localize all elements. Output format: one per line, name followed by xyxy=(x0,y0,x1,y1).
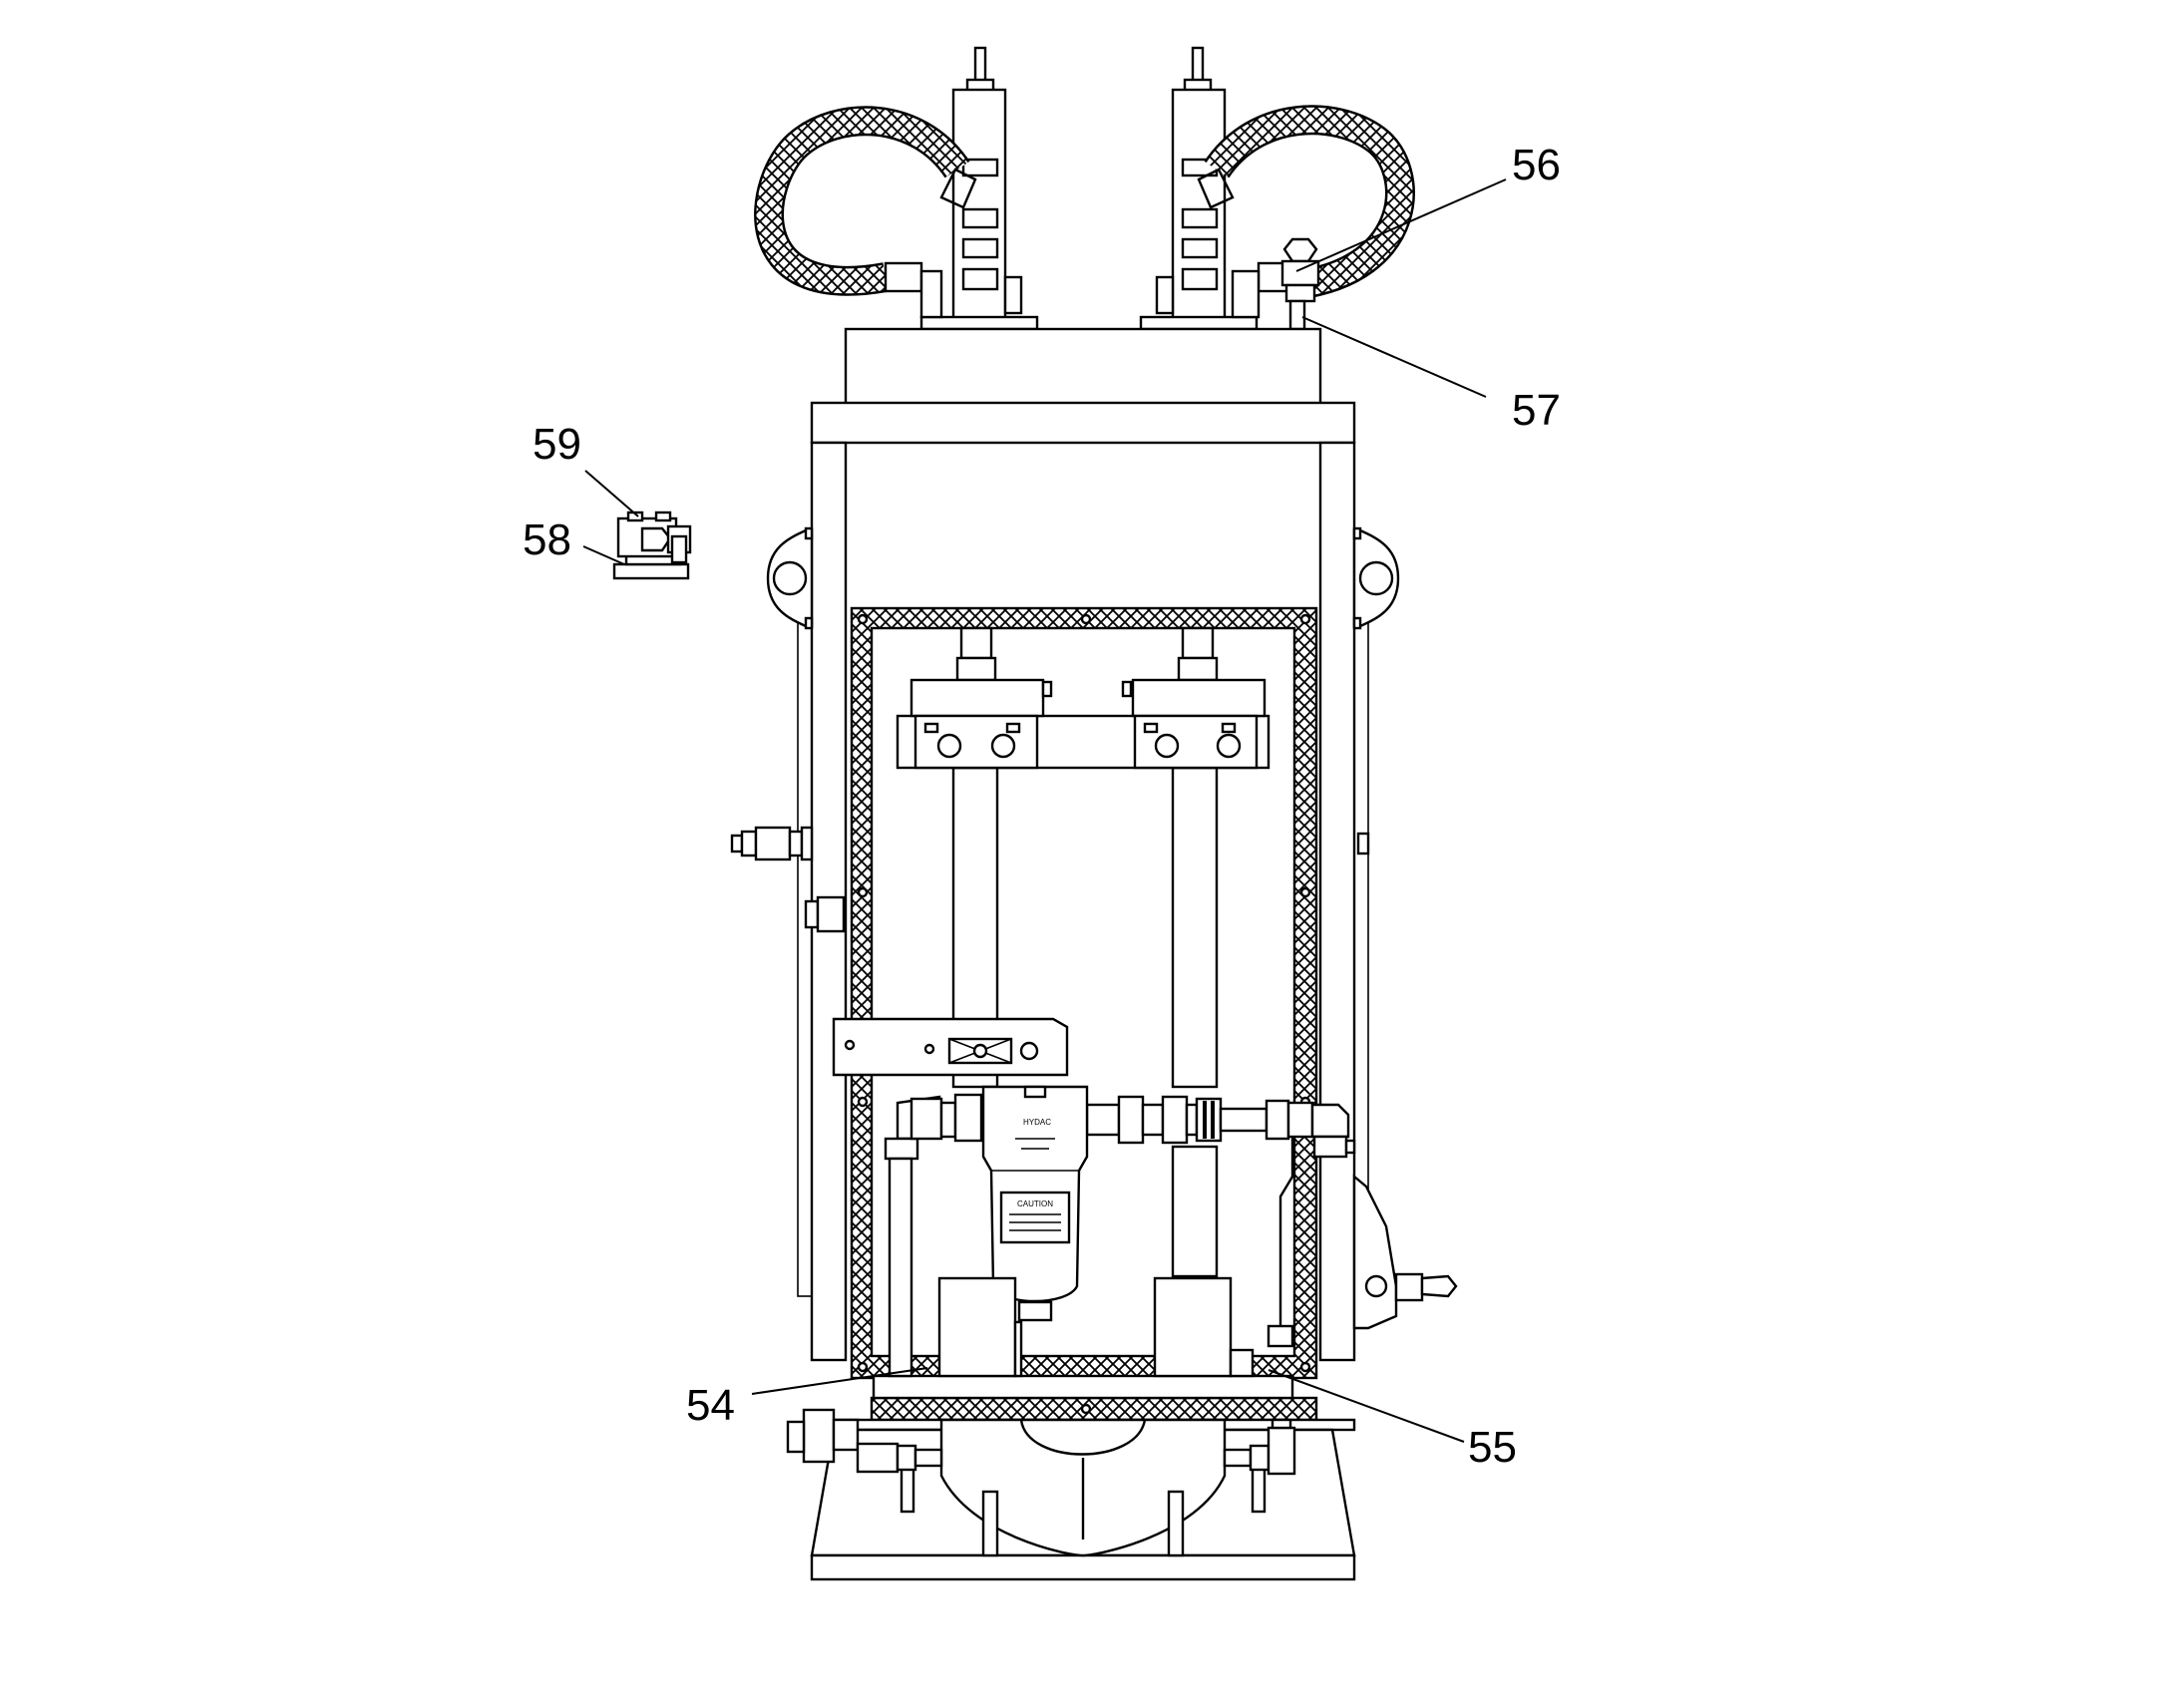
left-side-breather xyxy=(730,826,846,933)
base-boxes xyxy=(937,1276,1255,1378)
right-cylinder xyxy=(1139,46,1259,331)
right-lifting-lug xyxy=(1352,526,1400,630)
clamp-part-58-59 xyxy=(612,511,692,580)
right-braided-hose xyxy=(1197,105,1415,319)
left-braided-hose xyxy=(754,106,977,319)
right-valve-block xyxy=(1121,626,1267,770)
filter-caution-text: CAUTION xyxy=(1017,1199,1053,1208)
filter-mount-bracket xyxy=(832,1017,1069,1077)
frame-top-plate xyxy=(810,401,1356,445)
elbow-fitting-56 xyxy=(1280,237,1320,303)
hydac-filter: HYDAC CAUTION xyxy=(981,1085,1089,1322)
callout-57: 57 xyxy=(1512,386,1561,435)
tube-fitting-57 xyxy=(1288,299,1306,331)
base-skid xyxy=(786,1408,1356,1581)
leader-lines xyxy=(582,178,1507,1443)
filter-brand-text: HYDAC xyxy=(1023,1118,1051,1127)
top-head-block xyxy=(844,327,1322,407)
callout-58: 58 xyxy=(523,515,571,564)
horizontal-pipe-run xyxy=(884,1093,1356,1378)
right-side-bracket xyxy=(1352,832,1458,1330)
left-cylinder xyxy=(919,46,1039,331)
callout-54: 54 xyxy=(686,1381,735,1430)
callout-55: 55 xyxy=(1468,1423,1517,1472)
left-valve-block xyxy=(909,626,1053,770)
callout-59: 59 xyxy=(533,420,581,469)
left-lifting-lug xyxy=(766,526,814,630)
callout-56: 56 xyxy=(1512,141,1561,189)
